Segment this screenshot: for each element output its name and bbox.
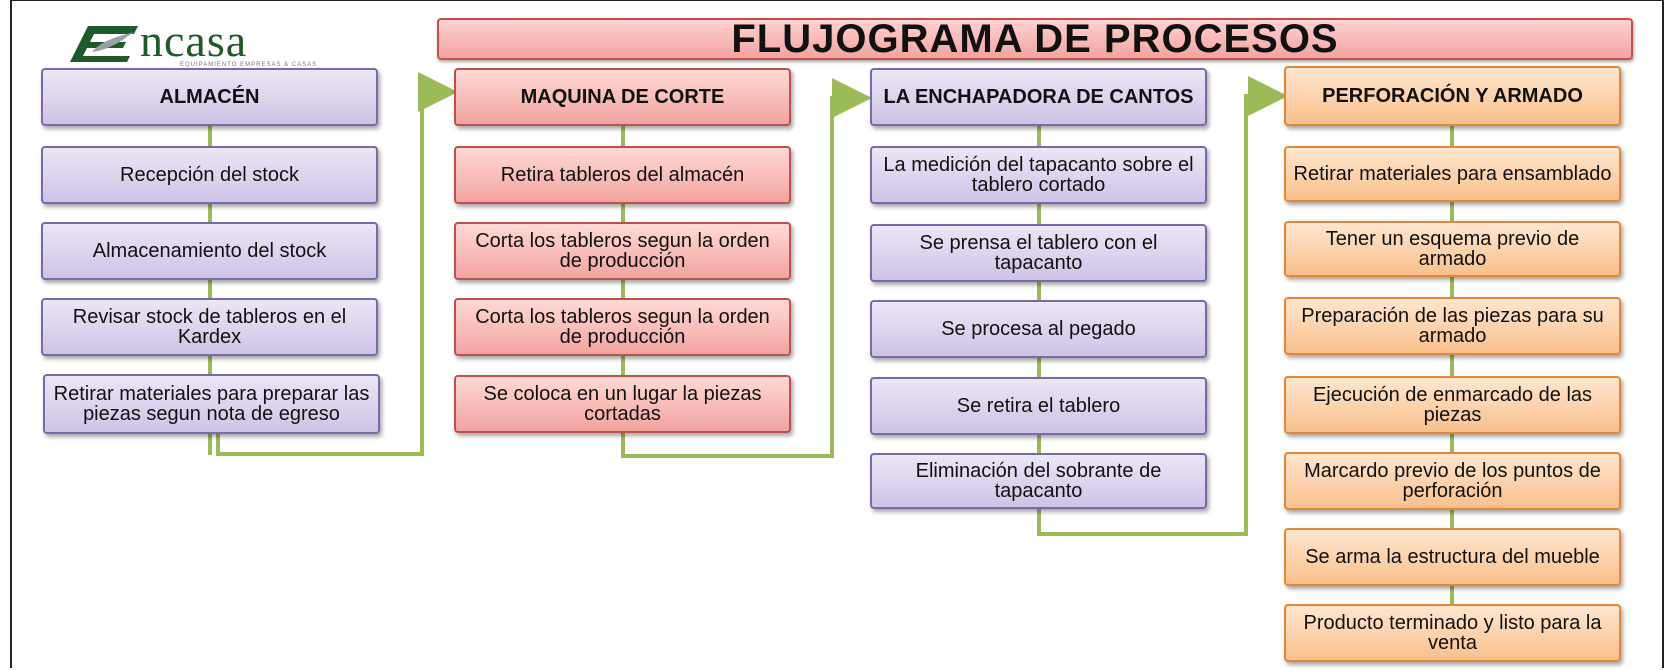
enchapadora-header: LA ENCHAPADORA DE CANTOS bbox=[870, 68, 1207, 126]
diagram-frame bbox=[10, 0, 1664, 668]
perforacion-step-4: Ejecución de enmarcado de las piezas bbox=[1284, 376, 1621, 434]
almacen-step-4: Retirar materiales para preparar las pie… bbox=[43, 374, 380, 434]
corte-header: MAQUINA DE CORTE bbox=[454, 68, 791, 126]
enchapadora-step-1: La medición del tapacanto sobre el table… bbox=[870, 146, 1207, 204]
enchapadora-step-3: Se procesa al pegado bbox=[870, 300, 1207, 358]
connector-col3-to-col4 bbox=[1037, 76, 1288, 536]
logo-tagline: EQUIPAMIENTO EMPRESAS & CASAS bbox=[180, 62, 318, 68]
enchapadora-step-5: Eliminación del sobrante de tapacanto bbox=[870, 453, 1207, 509]
perforacion-step-3: Preparación de las piezas para su armado bbox=[1284, 297, 1621, 355]
perforacion-step-5: Marcardo previo de los puntos de perfora… bbox=[1284, 452, 1621, 510]
almacen-header: ALMACÉN bbox=[41, 68, 378, 126]
enchapadora-step-2: Se prensa el tablero con el tapacanto bbox=[870, 224, 1207, 282]
encasa-logo: ncasa EQUIPAMIENTO EMPRESAS & CASAS bbox=[68, 15, 398, 68]
corte-step-3: Corta los tableros segun la orden de pro… bbox=[454, 298, 791, 356]
logo-e-mark-icon bbox=[70, 26, 138, 62]
corte-step-2: Corta los tableros segun la orden de pro… bbox=[454, 222, 791, 280]
corte-step-1: Retira tableros del almacén bbox=[454, 146, 791, 204]
almacen-step-2: Almacenamiento del stock bbox=[41, 222, 378, 280]
logo-wordmark: ncasa bbox=[140, 15, 248, 66]
almacen-step-1: Recepción del stock bbox=[41, 146, 378, 204]
corte-step-4: Se coloca en un lugar la piezas cortadas bbox=[454, 375, 791, 433]
perforacion-step-6: Se arma la estructura del mueble bbox=[1284, 528, 1621, 586]
diagram-title-bar: FLUJOGRAMA DE PROCESOS bbox=[437, 16, 1633, 61]
perforacion-step-7: Producto terminado y listo para la venta bbox=[1284, 604, 1621, 662]
perforacion-step-1: Retirar materiales para ensamblado bbox=[1284, 146, 1621, 202]
enchapadora-step-4: Se retira el tablero bbox=[870, 377, 1207, 435]
perforacion-step-2: Tener un esquema previo de armado bbox=[1284, 221, 1621, 277]
connector-col2-to-col3 bbox=[621, 78, 872, 458]
perforacion-header: PERFORACIÓN Y ARMADO bbox=[1284, 66, 1621, 126]
diagram-title: FLUJOGRAMA DE PROCESOS bbox=[731, 16, 1339, 61]
almacen-step-3: Revisar stock de tableros en el Kardex bbox=[41, 298, 378, 356]
connector-col1-to-col2 bbox=[216, 72, 458, 456]
